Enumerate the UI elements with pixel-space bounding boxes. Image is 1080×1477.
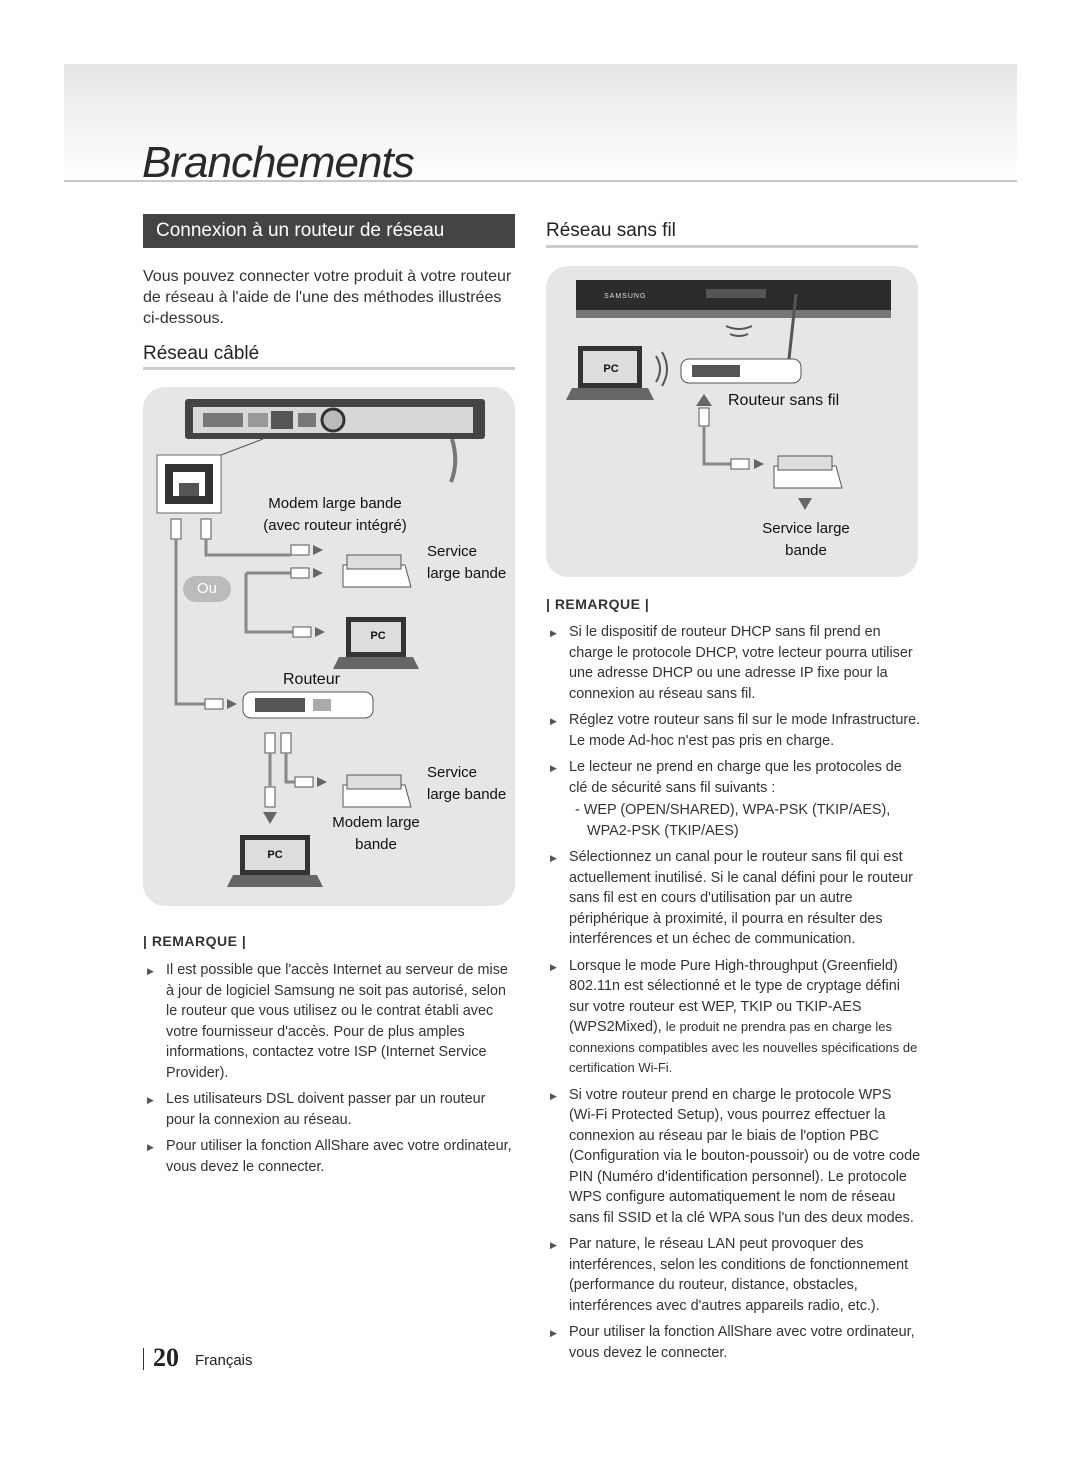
wireless-router-label: Routeur sans fil — [728, 392, 840, 409]
modem-icon — [342, 774, 412, 808]
modem-router-icon — [342, 554, 412, 588]
page-number: 20 — [153, 1343, 179, 1372]
list-item: Il est possible que l'accès Internet au … — [143, 960, 518, 1083]
list-item: Si votre routeur prend en charge le prot… — [546, 1085, 921, 1229]
router-icon — [242, 691, 374, 719]
list-item: Réglez votre routeur sans fil sur le mod… — [546, 710, 921, 751]
greenfield-note-tail: le produit ne prendra pas en charge les … — [569, 1019, 918, 1075]
pc-label-3: PC — [603, 363, 619, 375]
service-label-2b: large bande — [427, 786, 507, 803]
modem-router-label-2: (avec routeur intégré) — [263, 517, 407, 534]
wired-heading: Réseau câblé — [143, 343, 260, 364]
chapter-title: Branchements — [142, 138, 415, 187]
wired-diagram: Modem large bande (avec routeur intégré)… — [143, 387, 515, 906]
modem-router-label-1: Modem large bande — [268, 495, 402, 512]
banner-divider — [64, 180, 1017, 182]
laptop-pc-icon-2 — [227, 835, 323, 887]
wired-remarque-heading: | REMARQUE | — [143, 933, 247, 949]
list-item: Si le dispositif de routeur DHCP sans fi… — [546, 622, 921, 704]
list-item: Sélectionnez un canal pour le routeur sa… — [546, 847, 921, 950]
wireless-notes: Si le dispositif de routeur DHCP sans fi… — [546, 622, 921, 1369]
or-badge: Ou — [196, 580, 217, 597]
list-item: Lorsque le mode Pure High-throughput (Gr… — [546, 956, 921, 1079]
list-item: Pour utiliser la fonction AllShare avec … — [143, 1136, 518, 1177]
intro-text: Vous pouvez connecter votre produit à vo… — [143, 268, 512, 327]
laptop-pc-icon-3 — [566, 346, 654, 400]
wifi-signal-icon — [655, 325, 753, 387]
modem-icon-2 — [773, 455, 843, 489]
list-item: Pour utiliser la fonction AllShare avec … — [546, 1322, 921, 1363]
wired-diagram-art — [156, 399, 485, 887]
section-heading: Connexion à un routeur de réseau — [143, 214, 515, 248]
laptop-pc-icon — [333, 617, 419, 669]
wired-heading-rule — [143, 367, 515, 370]
wireless-diagram: PC SAMSUNG Routeur sans fil Service larg… — [546, 266, 918, 577]
router-label: Routeur — [283, 671, 340, 688]
security-protocols: - WEP (OPEN/SHARED), WPA-PSK (TKIP/AES),… — [575, 802, 891, 839]
chapter-banner — [64, 64, 1017, 182]
player-rear-icon — [185, 399, 485, 483]
pc-label-1: PC — [370, 630, 386, 642]
service-label-3b: bande — [785, 542, 827, 559]
lan-port-zoom-icon — [156, 454, 222, 514]
wired-notes: Il est possible que l'accès Internet au … — [143, 960, 518, 1183]
wireless-heading: Réseau sans fil — [546, 220, 676, 241]
service-label-1a: Service — [427, 543, 478, 560]
wireless-remarque-heading: | REMARQUE | — [546, 596, 650, 612]
service-label-3a: Service large — [762, 520, 850, 537]
wireless-diagram-art — [566, 280, 891, 510]
list-item: Les utilisateurs DSL doivent passer par … — [143, 1089, 518, 1130]
list-item: Le lecteur ne prend en charge que les pr… — [546, 757, 921, 841]
player-front-icon — [576, 280, 891, 318]
brand-logo: SAMSUNG — [604, 293, 647, 300]
wireless-router-icon — [680, 293, 802, 384]
list-item: Par nature, le réseau LAN peut provoquer… — [546, 1234, 921, 1316]
service-label-1b: large bande — [427, 565, 507, 582]
page-language: Français — [195, 1352, 253, 1369]
service-label-2a: Service — [427, 764, 478, 781]
page-number-bar — [143, 1348, 144, 1370]
wireless-heading-rule — [546, 245, 918, 248]
modem-label-2: bande — [355, 836, 397, 853]
modem-label-1: Modem large — [332, 814, 420, 831]
pc-label-2: PC — [267, 849, 283, 861]
